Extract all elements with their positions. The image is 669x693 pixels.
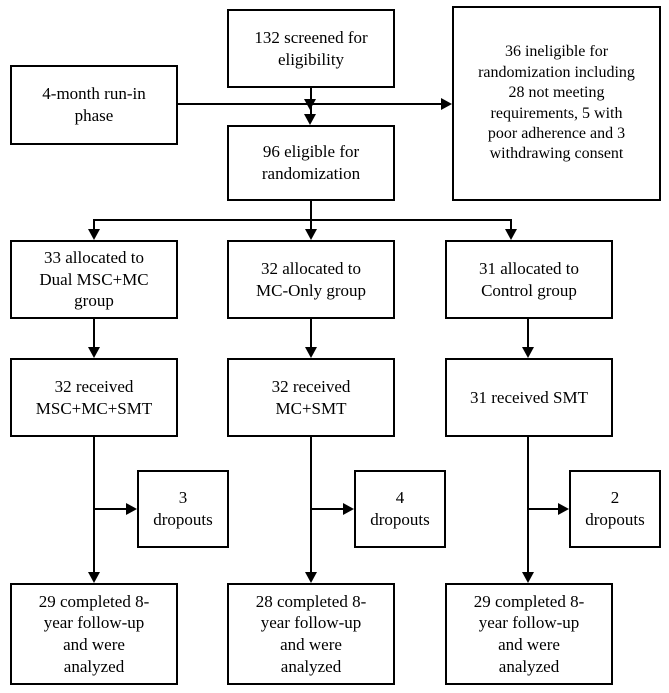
arrowhead-dropouts-2 (343, 503, 354, 515)
node-ineligible-label: 36 ineligible for randomization includin… (478, 43, 635, 163)
node-completed-control-label: 29 completed 8- year follow-up and were … (473, 591, 585, 676)
node-dropouts-mc-only-label: 4 dropouts (370, 488, 430, 529)
node-received-mc-smt-label: 32 received MC+SMT (271, 376, 351, 418)
randomization-distributor-bar (93, 219, 512, 221)
connector-branch-to-dropouts-2 (310, 508, 343, 510)
connector-received-2-to-completed-2 (310, 437, 312, 573)
arrowhead-eligible (304, 114, 316, 125)
arrowhead-ineligible (441, 98, 452, 110)
node-dropouts-control-label: 2 dropouts (585, 488, 645, 529)
node-run-in-phase: 4-month run-in phase (10, 65, 178, 145)
node-dropouts-dual-msc-mc-label: 3 dropouts (153, 488, 213, 529)
node-screened-label: 132 screened for eligibility (254, 27, 368, 69)
node-completed-dual-msc-mc: 29 completed 8- year follow-up and were … (10, 583, 178, 685)
arrowhead-completed-1 (88, 572, 100, 583)
arrowhead-alloc-1 (88, 229, 100, 240)
node-allocated-control: 31 allocated to Control group (445, 240, 613, 319)
connector-received-3-to-completed-3 (527, 437, 529, 573)
connector-branch-to-dropouts-1 (93, 508, 126, 510)
connector-alloc-2-to-received-2 (310, 319, 312, 348)
node-ineligible: 36 ineligible for randomization includin… (452, 6, 661, 201)
arrowhead-received-3 (522, 347, 534, 358)
connector-distributor-to-alloc-3 (510, 219, 512, 231)
node-allocated-mc-only-label: 32 allocated to MC-Only group (255, 258, 367, 300)
connector-distributor-to-alloc-2 (310, 219, 312, 231)
node-allocated-control-label: 31 allocated to Control group (478, 258, 580, 300)
arrowhead-completed-3 (522, 572, 534, 583)
node-received-msc-mc-smt-label: 32 received MSC+MC+SMT (35, 376, 153, 418)
node-received-smt: 31 received SMT (445, 358, 613, 437)
node-allocated-dual-msc-mc-label: 33 allocated to Dual MSC+MC group (39, 247, 149, 311)
node-completed-dual-msc-mc-label: 29 completed 8- year follow-up and were … (38, 591, 150, 676)
node-completed-mc-only-label: 28 completed 8- year follow-up and were … (255, 591, 367, 676)
arrowhead-received-2 (305, 347, 317, 358)
node-eligible-label: 96 eligible for randomization (261, 142, 361, 183)
arrowhead-completed-2 (305, 572, 317, 583)
node-dropouts-dual-msc-mc: 3 dropouts (137, 470, 229, 548)
connector-received-1-to-completed-1 (93, 437, 95, 573)
node-allocated-dual-msc-mc: 33 allocated to Dual MSC+MC group (10, 240, 178, 319)
node-eligible-for-randomization: 96 eligible for randomization (227, 125, 395, 201)
node-completed-control: 29 completed 8- year follow-up and were … (445, 583, 613, 685)
arrowhead-dropouts-1 (126, 503, 137, 515)
arrowhead-dropouts-3 (558, 503, 569, 515)
node-dropouts-control: 2 dropouts (569, 470, 661, 548)
arrowhead-received-1 (88, 347, 100, 358)
connector-eligible-to-distributor (310, 201, 312, 220)
arrowhead-alloc-2 (305, 229, 317, 240)
arrowhead-junction-down (304, 99, 316, 110)
node-completed-mc-only: 28 completed 8- year follow-up and were … (227, 583, 395, 685)
node-allocated-mc-only: 32 allocated to MC-Only group (227, 240, 395, 319)
connector-branch-to-dropouts-3 (527, 508, 558, 510)
connector-alloc-3-to-received-3 (527, 319, 529, 348)
node-run-in-phase-label: 4-month run-in phase (42, 84, 146, 125)
node-received-msc-mc-smt: 32 received MSC+MC+SMT (10, 358, 178, 437)
node-received-mc-smt: 32 received MC+SMT (227, 358, 395, 437)
node-received-smt-label: 31 received SMT (469, 387, 589, 407)
arrowhead-alloc-3 (505, 229, 517, 240)
node-screened: 132 screened for eligibility (227, 9, 395, 88)
node-dropouts-mc-only: 4 dropouts (354, 470, 446, 548)
connector-alloc-1-to-received-1 (93, 319, 95, 348)
connector-distributor-to-alloc-1 (93, 219, 95, 231)
connector-junction-to-eligible (310, 104, 312, 120)
